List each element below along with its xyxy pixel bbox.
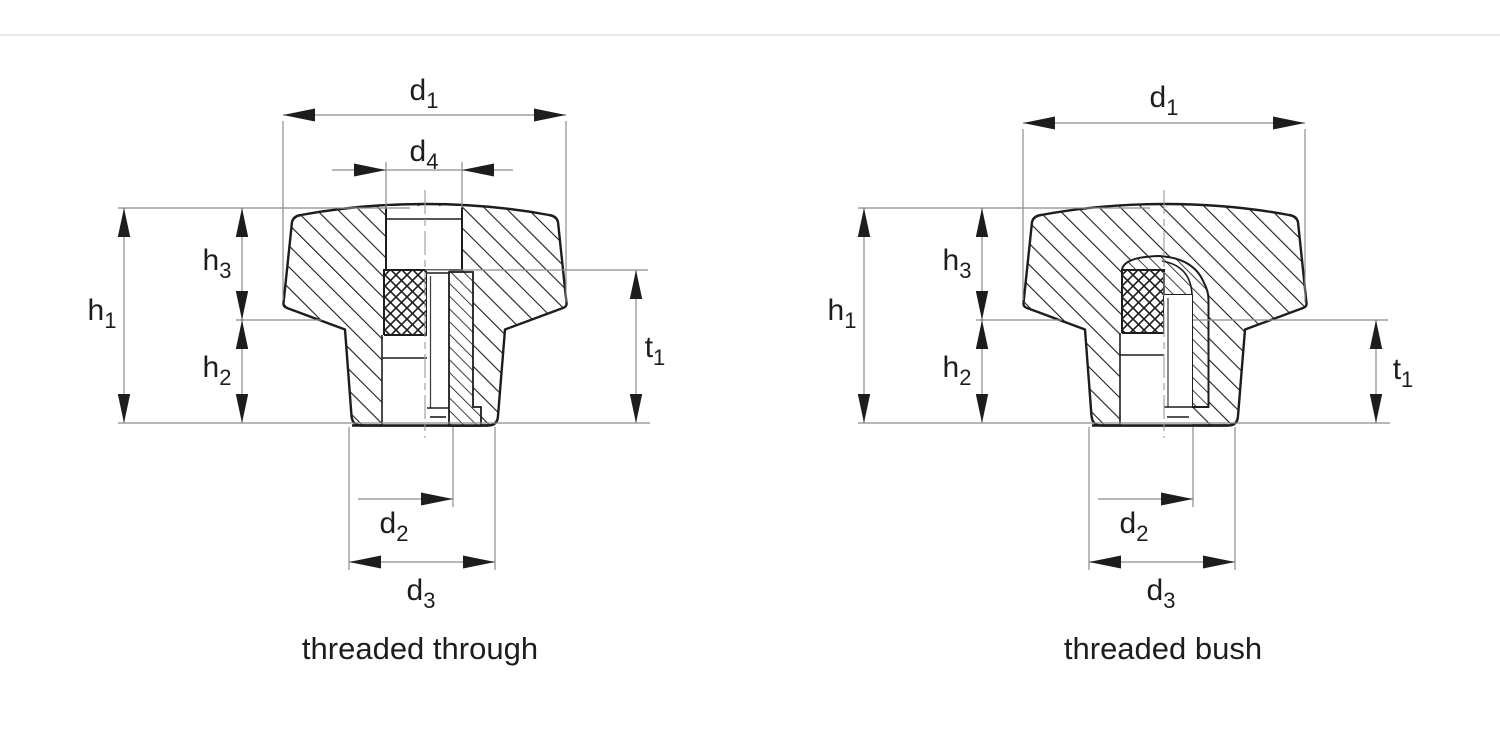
label-h3: h3 [943,244,972,283]
thread-zone-crosshatch [383,269,428,336]
label-d3: d3 [407,574,436,613]
label-t1: t1 [645,331,666,370]
label-d2: d2 [1120,507,1149,546]
dimension-t1-left [629,270,643,423]
figure-caption-right: threaded bush [1064,631,1262,666]
dimension-d3-right [1089,555,1235,569]
label-h2: h2 [203,351,232,390]
top-divider-line [0,34,1500,36]
dimension-h3-left [235,208,249,320]
label-d3: d3 [1147,574,1176,613]
figure-caption-left: threaded through [302,631,538,666]
extension-lines-left [118,121,650,570]
extension-lines-right [858,129,1390,570]
bush-inner-dome-line [1161,260,1193,296]
clearance-bore [1120,333,1164,426]
dimension-h3-right [975,208,989,320]
dimension-d1-left [283,108,566,122]
clearance-bore [382,335,427,426]
label-d4: d4 [410,135,439,174]
thread-channel [427,270,449,426]
figure-threaded-through: d1 d4 h1 h3 h2 t1 d2 d3 threaded through [88,74,666,666]
label-t1: t1 [1393,353,1414,392]
dimension-d4-left [332,163,513,177]
label-h2: h2 [943,351,972,390]
dimension-h2-right [975,320,989,423]
label-h3: h3 [203,244,232,283]
dimension-d1-right [1023,116,1305,130]
bush-hatched-section [1121,255,1210,408]
knob-section-right [1022,190,1308,438]
label-d1: d1 [410,74,439,113]
dimension-h2-left [235,320,249,423]
label-h1: h1 [88,294,117,333]
dimension-h1-right [857,208,871,423]
label-h1: h1 [828,294,857,333]
thread-zone-crosshatch [1121,269,1165,334]
dimension-d2-left [358,492,453,506]
dimension-h1-left [117,208,131,423]
label-d2: d2 [380,507,409,546]
dimension-d2-right [1098,492,1193,506]
label-d1: d1 [1150,81,1179,120]
counterbore-recess [386,206,462,270]
figure-threaded-bush: d1 h1 h3 h2 t1 d2 d3 threaded bush [828,81,1414,666]
blind-hole [1164,295,1192,426]
knob-section-left [282,190,568,438]
dimension-t1-right [1369,320,1383,423]
dimension-d3-left [349,555,495,569]
